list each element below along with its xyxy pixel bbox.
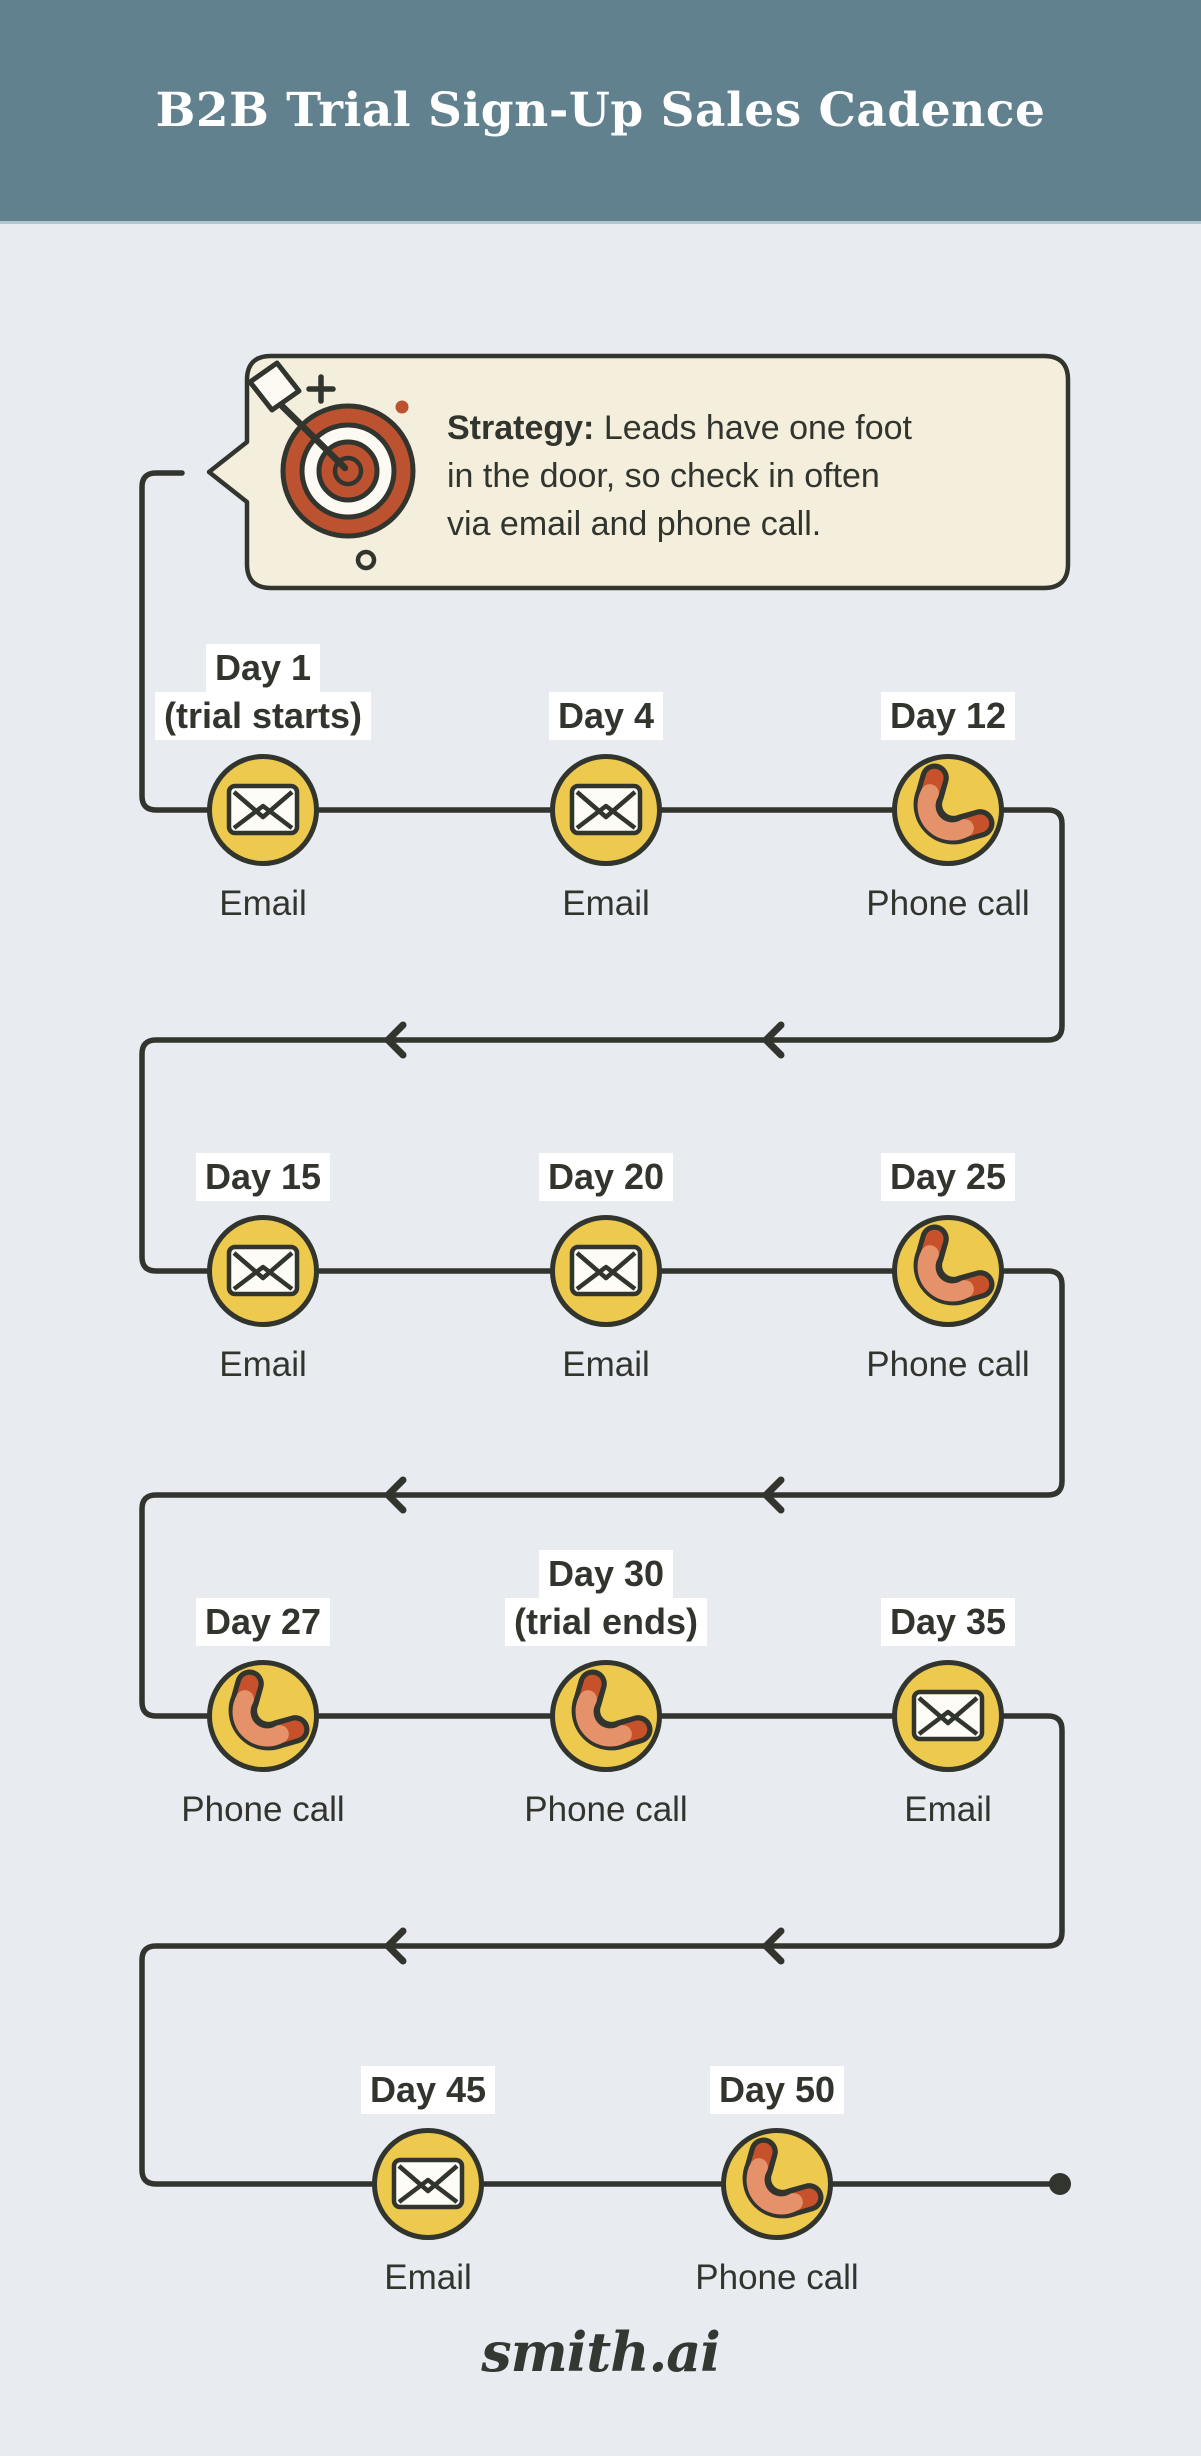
day-text: Day 30: [538, 1550, 674, 1598]
email-icon: [226, 783, 300, 836]
channel-label: Phone call: [695, 2258, 859, 2297]
target-dart-icon: [247, 360, 416, 571]
arrow-left-icon: [762, 1476, 785, 1514]
day-text: Day 4: [548, 692, 664, 740]
phone-icon: [571, 1669, 653, 1751]
day-text: Day 50: [709, 2066, 845, 2114]
channel-label: Email: [384, 2258, 472, 2297]
timeline-node: Day 20 Email: [538, 1153, 674, 1384]
day-note-text: (trial ends): [504, 1598, 708, 1646]
day-text: Day 27: [195, 1598, 331, 1646]
strategy-note: Strategy: Leads have one foot in the doo…: [447, 404, 1047, 548]
day-text: Day 1: [205, 644, 321, 692]
page-title: B2B Trial Sign-Up Sales Cadence: [155, 83, 1046, 138]
timeline-node: Day 50 Phone call: [695, 2066, 859, 2297]
channel-label: Email: [219, 884, 307, 923]
channel-label: Email: [562, 1345, 650, 1384]
channel-label: Phone call: [866, 884, 1030, 923]
phone-icon: [913, 1224, 995, 1306]
timeline-node: Day 15 Email: [195, 1153, 331, 1384]
day-label: Day 12: [738, 692, 1158, 740]
header-bar: B2B Trial Sign-Up Sales Cadence: [0, 0, 1201, 224]
email-icon: [911, 1689, 985, 1742]
node-circle: [550, 1215, 662, 1327]
timeline-node: Day 12 Phone call: [866, 692, 1030, 923]
channel-label: Email: [904, 1790, 992, 1829]
strategy-line-3: via email and phone call.: [447, 505, 822, 543]
channel-label: Email: [562, 884, 650, 923]
speech-bubble: [206, 353, 1071, 591]
node-circle: [721, 2128, 833, 2240]
node-circle: [207, 754, 319, 866]
timeline-node: Day 4 Email: [548, 692, 664, 923]
timeline-node: Day 27 Phone call: [181, 1598, 345, 1829]
day-label: Day 4: [396, 692, 816, 740]
flow-arrows: [384, 1021, 785, 1965]
node-circle: [207, 1215, 319, 1327]
day-text: Day 20: [538, 1153, 674, 1201]
end-dot: [1049, 2173, 1071, 2195]
strategy-line-2: in the door, so check in often: [447, 457, 880, 495]
email-icon: [226, 1244, 300, 1297]
node-circle: [207, 1660, 319, 1772]
arrow-left-icon: [384, 1927, 407, 1965]
day-label: Day 27: [53, 1598, 473, 1646]
day-text: Day 45: [360, 2066, 496, 2114]
day-note-text: (trial starts): [154, 692, 372, 740]
node-circle: [550, 1660, 662, 1772]
dart-feather: [247, 360, 302, 413]
timeline-node: Day 30(trial ends) Phone call: [504, 1550, 708, 1829]
timeline-node: Day 35 Email: [880, 1598, 1016, 1829]
day-text: Day 35: [880, 1598, 1016, 1646]
node-circle: [892, 1215, 1004, 1327]
node-circle: [550, 754, 662, 866]
node-circle: [892, 754, 1004, 866]
channel-label: Phone call: [524, 1790, 688, 1829]
channel-label: Email: [219, 1345, 307, 1384]
day-label: Day 1(trial starts): [53, 644, 473, 740]
timeline-node: Day 45 Email: [360, 2066, 496, 2297]
day-label: Day 30(trial ends): [396, 1550, 816, 1646]
timeline-node: Day 25 Phone call: [866, 1153, 1030, 1384]
channel-label: Phone call: [866, 1345, 1030, 1384]
email-icon: [569, 783, 643, 836]
timeline-node: Day 1(trial starts) Email: [154, 644, 372, 923]
email-icon: [569, 1244, 643, 1297]
arrow-left-icon: [762, 1927, 785, 1965]
day-label: Day 25: [738, 1153, 1158, 1201]
strategy-heading: Strategy:: [447, 409, 595, 447]
arrow-left-icon: [384, 1476, 407, 1514]
channel-label: Phone call: [181, 1790, 345, 1829]
phone-icon: [742, 2137, 824, 2219]
phone-icon: [913, 763, 995, 845]
day-text: Day 25: [880, 1153, 1016, 1201]
plus-icon: [306, 374, 336, 404]
node-circle: [892, 1660, 1004, 1772]
email-icon: [391, 2157, 465, 2210]
phone-icon: [228, 1669, 310, 1751]
day-label: Day 45: [218, 2066, 638, 2114]
day-label: Day 35: [738, 1598, 1158, 1646]
day-label: Day 20: [396, 1153, 816, 1201]
cadence-path: [139, 470, 1065, 2187]
day-label: Day 50: [567, 2066, 987, 2114]
node-circle: [372, 2128, 484, 2240]
day-text: Day 12: [880, 692, 1016, 740]
day-text: Day 15: [195, 1153, 331, 1201]
day-label: Day 15: [53, 1153, 473, 1201]
accent-ring: [355, 549, 377, 571]
strategy-line-1: Leads have one foot: [594, 409, 912, 447]
arrow-left-icon: [762, 1021, 785, 1059]
accent-dot: [395, 400, 409, 414]
arrow-left-icon: [384, 1021, 407, 1059]
brand-logo: smith.ai: [481, 2320, 721, 2384]
